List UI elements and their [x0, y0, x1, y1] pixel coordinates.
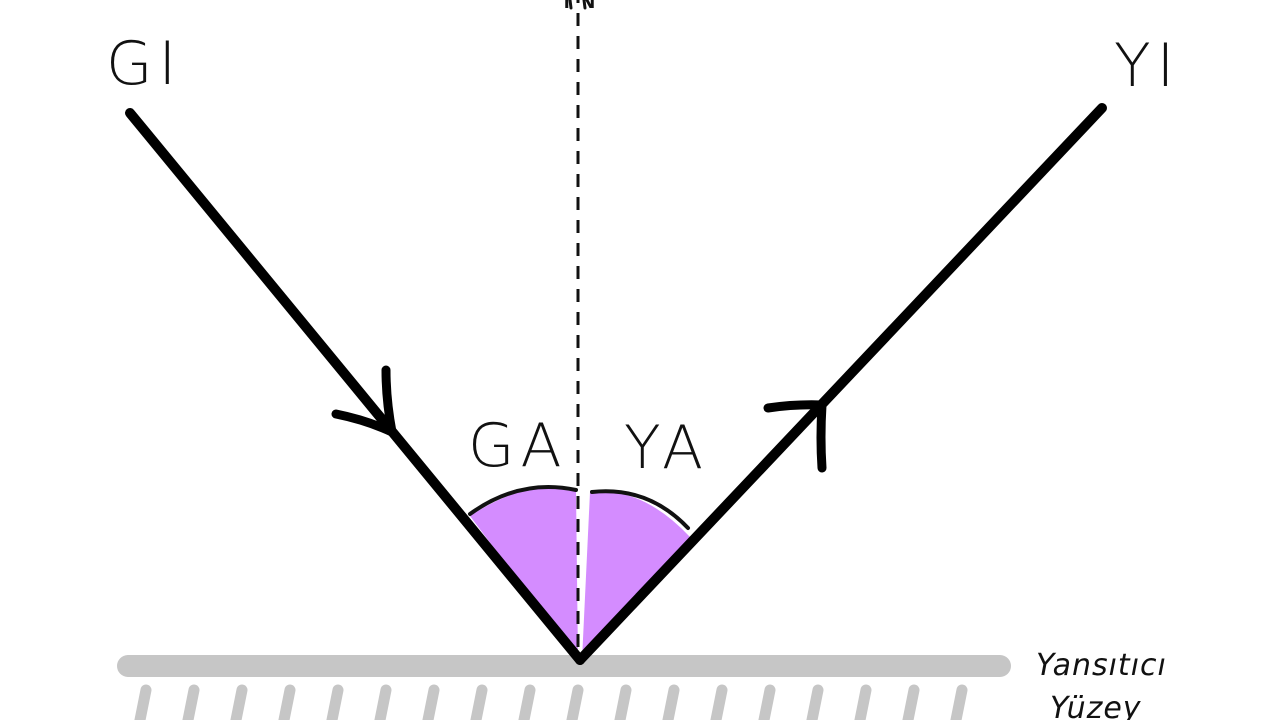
surface-label-line2: Yüzey — [1050, 691, 1142, 720]
surface-hatch-mark — [326, 684, 344, 720]
surface-hatch-mark — [134, 684, 152, 720]
reflection-angle-arc — [590, 489, 690, 530]
incident-ray-arrowhead — [331, 365, 397, 437]
surface-hatch-mark — [230, 684, 248, 720]
incident-angle-label: GA — [468, 411, 568, 481]
reflected-ray — [575, 103, 1107, 665]
surface-label-line1: Yansıtıcı — [1036, 648, 1167, 683]
incident-ray — [125, 108, 585, 665]
surface-hatch-mark — [518, 684, 536, 720]
surface-hatch-mark — [758, 684, 776, 720]
surface-hatch-mark — [422, 684, 440, 720]
surface-hatching — [134, 684, 968, 720]
surface-hatch-mark — [806, 684, 824, 720]
surface-hatch-mark — [470, 684, 488, 720]
surface-hatch-mark — [566, 684, 584, 720]
incident-angle-sector — [470, 487, 578, 660]
surface-hatch-mark — [902, 684, 920, 720]
normal-arrowhead — [568, 0, 587, 10]
reflection-angle-sector — [582, 491, 690, 660]
surface-hatch-mark — [710, 684, 728, 720]
surface-hatch-mark — [662, 684, 680, 720]
reflected-ray-arrowhead — [763, 400, 827, 473]
surface-hatch-mark — [614, 684, 632, 720]
surface-hatch-mark — [182, 684, 200, 720]
incident-ray-label: GI — [106, 29, 182, 99]
surface-hatch-mark — [854, 684, 872, 720]
normal-label: N — [558, 0, 609, 23]
surface-hatch-mark — [374, 684, 392, 720]
incident-angle-arc — [468, 485, 578, 516]
reflected-ray-label: YI — [1114, 31, 1180, 101]
surface-hatch-mark — [278, 684, 296, 720]
reflection-angle-label: YA — [624, 413, 709, 483]
surface-hatch-mark — [950, 684, 968, 720]
